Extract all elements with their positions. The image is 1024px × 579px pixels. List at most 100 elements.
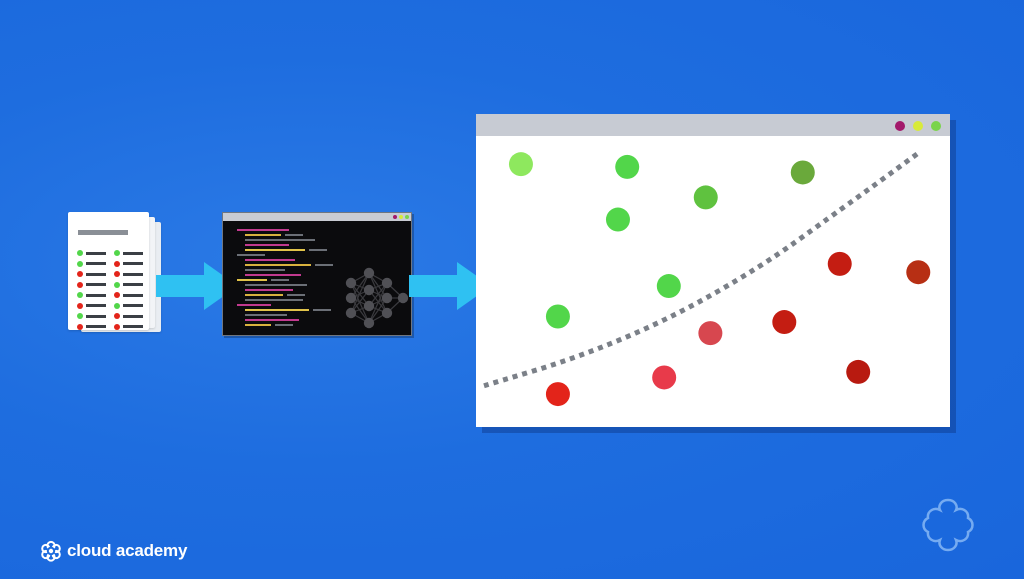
document-row-dot: [77, 323, 83, 330]
document-row-dot: [114, 323, 120, 330]
plot-window-close-dot: [895, 121, 905, 131]
document-row-line: [86, 325, 106, 328]
code-line: [245, 294, 283, 296]
code-line: [245, 324, 271, 326]
code-line: [245, 239, 315, 241]
scatter-point-green: [656, 274, 681, 299]
classification-plot-window: [476, 114, 950, 427]
document-row-dot: [77, 260, 83, 267]
code-line: [245, 299, 303, 301]
neural-network-node: [363, 267, 375, 279]
scatter-point-green: [693, 185, 718, 210]
document-row-line: [86, 262, 106, 265]
scatter-point-red: [906, 260, 931, 285]
document-row-line: [86, 314, 106, 318]
decision-boundary-line: [483, 151, 920, 389]
code-line: [245, 319, 299, 321]
terminal-maximize-dot: [405, 215, 409, 219]
code-token: [275, 324, 293, 326]
neural-network-node: [345, 307, 357, 319]
document-row-dot: [114, 302, 120, 309]
code-line: [245, 314, 287, 316]
document-row-line: [123, 293, 143, 297]
neural-network-node: [345, 292, 357, 304]
code-token: [315, 264, 333, 266]
document-row-dot: [77, 313, 83, 319]
document-row-dot: [77, 250, 83, 256]
document-row-dot: [114, 271, 120, 277]
code-line: [237, 279, 267, 281]
document-row-line: [123, 283, 143, 286]
document-row-line: [86, 283, 106, 286]
brand: cloud academy: [40, 539, 187, 563]
document-row-line: [86, 293, 106, 297]
code-line: [245, 289, 293, 291]
plot-window-minimize-dot: [913, 121, 923, 131]
document-row-line: [123, 251, 143, 255]
plot-window-maximize-dot: [931, 121, 941, 131]
document-row-line: [86, 251, 106, 255]
document-row-dot: [114, 250, 120, 256]
document-row-dot: [77, 302, 83, 309]
code-token: [271, 279, 289, 281]
brand-name: cloud academy: [67, 541, 188, 560]
arrow-right-icon: [156, 275, 206, 297]
scatter-point-green: [615, 154, 640, 179]
scatter-point-red: [652, 365, 677, 390]
code-line: [245, 309, 309, 311]
code-line: [245, 259, 295, 261]
code-line: [237, 254, 265, 256]
neural-network-node: [381, 292, 393, 304]
document-row-line: [123, 314, 143, 318]
neural-network-node: [363, 300, 375, 312]
code-line: [245, 284, 307, 286]
neural-network-edge: [350, 272, 370, 314]
terminal-titlebar: [223, 213, 411, 221]
code-line: [245, 244, 289, 246]
document-row-dot: [114, 292, 120, 298]
document-row-line: [123, 325, 143, 328]
neural-network-node: [363, 317, 375, 329]
code-token: [313, 309, 331, 311]
neural-network-node: [381, 307, 393, 319]
scatter-point-red: [827, 251, 852, 276]
cloud-academy-logo-icon: [41, 540, 61, 562]
scatter-plot: [483, 151, 931, 407]
neural-network-node: [397, 292, 409, 304]
code-line: [245, 274, 301, 276]
neural-network-edge: [350, 282, 370, 324]
terminal-minimize-dot: [399, 215, 403, 219]
code-line: [245, 234, 281, 236]
document-row-line: [123, 262, 143, 265]
neural-network-node: [345, 277, 357, 289]
scatter-point-green: [605, 207, 630, 232]
document-row-dot: [114, 281, 120, 288]
scatter-point-red: [698, 321, 723, 346]
code-line: [245, 269, 285, 271]
neural-network-edge: [368, 272, 388, 314]
code-line: [245, 249, 305, 251]
arrow-right-icon: [409, 275, 459, 297]
document-row-dot: [77, 271, 83, 277]
document-row-dot: [77, 292, 83, 298]
code-line: [237, 304, 271, 306]
neural-network-icon: [345, 267, 409, 329]
code-line: [237, 229, 289, 231]
scatter-point-red: [772, 310, 797, 335]
neural-network-node: [381, 277, 393, 289]
scatter-point-red: [545, 382, 570, 407]
document-row-line: [86, 272, 106, 276]
document-row-line: [123, 272, 143, 276]
terminal-close-dot: [393, 215, 397, 219]
document-heading-line: [78, 230, 128, 235]
terminal-window-icon: [222, 212, 412, 336]
plot-window-titlebar: [476, 114, 950, 136]
code-token: [309, 249, 327, 251]
document-row-dot: [114, 313, 120, 319]
code-line: [245, 264, 311, 266]
document-row-line: [86, 304, 106, 307]
scatter-point-green: [508, 152, 533, 177]
code-token: [285, 234, 303, 236]
document-row-line: [123, 304, 143, 307]
